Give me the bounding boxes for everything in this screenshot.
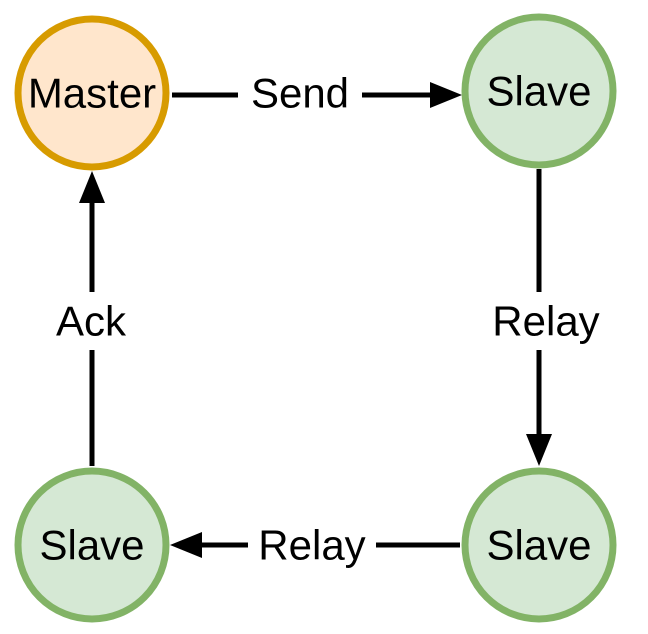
relay-right-arrowhead-icon — [526, 434, 552, 466]
slave-bottom-right-node-label: Slave — [486, 522, 591, 569]
slave-bottom-right-node: Slave — [461, 467, 617, 623]
edge-relay-right: Relay — [482, 169, 610, 466]
slave-top-right-node-label: Slave — [486, 68, 591, 115]
edge-relay-bottom: Relay — [170, 516, 460, 574]
slave-bottom-left-node: Slave — [14, 467, 170, 623]
master-node-circle — [14, 15, 170, 171]
relay-bottom-edge-label: Relay — [258, 522, 365, 569]
slave-bottom-left-node-label: Slave — [39, 522, 144, 569]
edge-send: Send — [172, 64, 462, 122]
relay-right-label-background — [482, 292, 610, 350]
relay-right-edge-label: Relay — [492, 298, 599, 345]
send-label-background — [238, 64, 362, 122]
master-node-label: Master — [28, 70, 156, 117]
master-node: Master — [14, 15, 170, 171]
slave-bottom-left-node-circle — [14, 467, 170, 623]
ack-label-background — [48, 292, 134, 350]
send-arrowhead-icon — [430, 82, 462, 108]
ack-edge-label: Ack — [56, 298, 127, 345]
relay-bottom-arrowhead-icon — [170, 532, 202, 558]
slave-top-right-node-circle — [461, 13, 617, 169]
send-edge-label: Send — [251, 70, 349, 117]
relay-bottom-label-background — [248, 516, 376, 574]
slave-bottom-right-node-circle — [461, 467, 617, 623]
ack-arrowhead-icon — [79, 171, 105, 203]
slave-top-right-node: Slave — [461, 13, 617, 169]
edge-ack: Ack — [48, 171, 134, 466]
